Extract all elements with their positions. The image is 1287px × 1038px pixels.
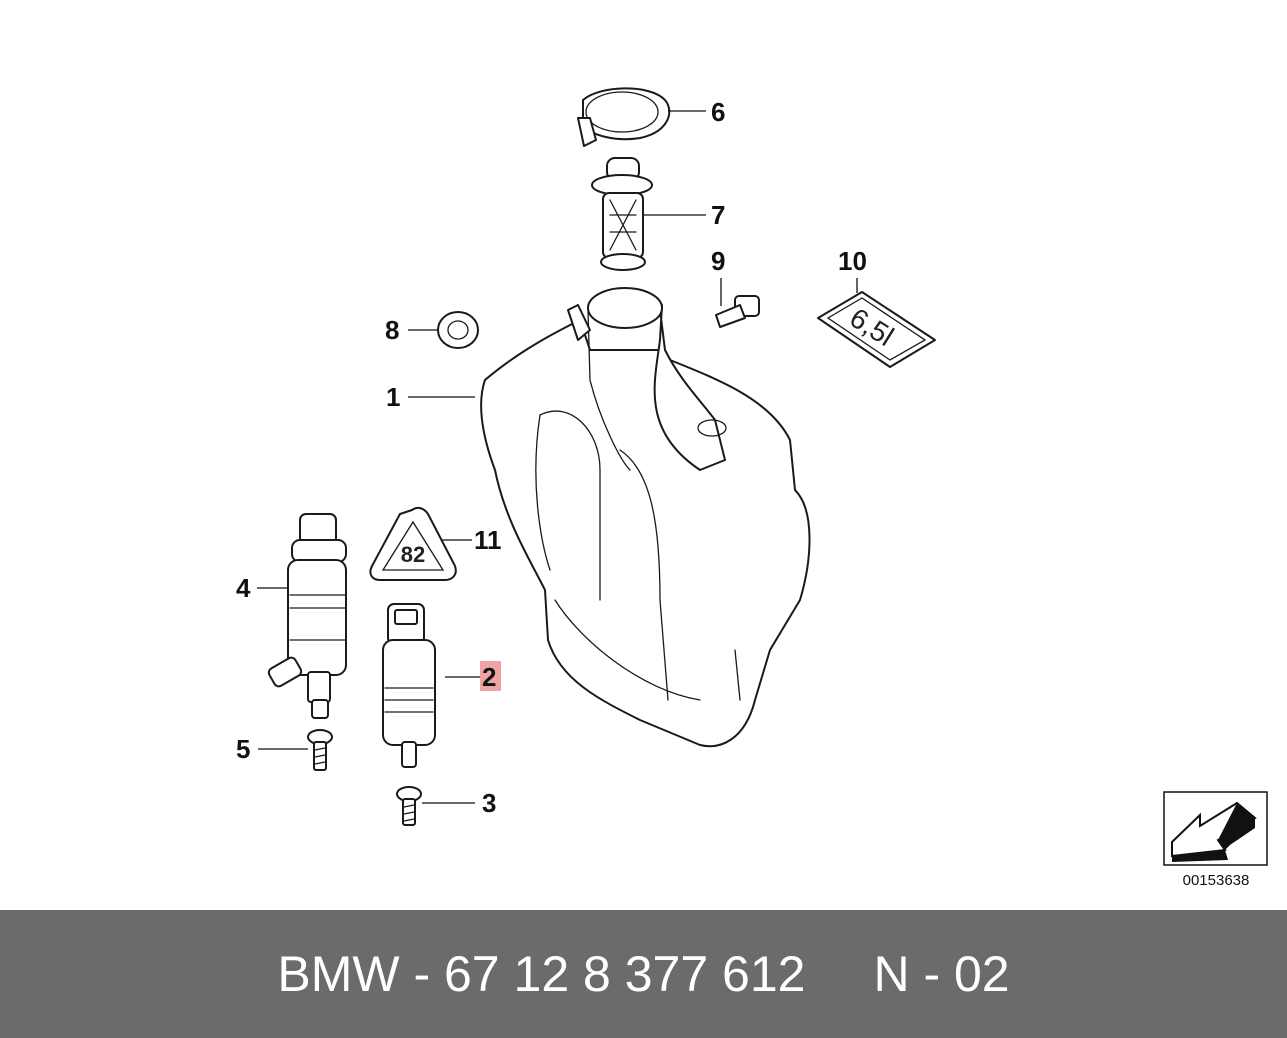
- reference-box: 00153638: [1163, 791, 1268, 889]
- reference-number: 00153638: [1183, 872, 1250, 889]
- callout-2-highlight: [480, 661, 501, 691]
- pump-part-2: [382, 603, 436, 768]
- grommet-part-8: [437, 311, 479, 349]
- pump-part-4: [267, 513, 347, 719]
- footer-bar: BMW - 67 12 8 377 612 N - 02: [0, 910, 1287, 1038]
- capacity-label-part-10: 6,5l: [817, 291, 936, 368]
- callout-10: 10: [838, 246, 867, 276]
- callout-8: 8: [385, 315, 399, 345]
- reservoir-part-1: [480, 287, 811, 748]
- callout-7: 7: [711, 200, 725, 230]
- part-number-text: BMW - 67 12 8 377 612: [277, 946, 806, 1002]
- callout-5: 5: [236, 734, 250, 764]
- bolt-part-9: [715, 295, 760, 328]
- page-code-text: N - 02: [873, 946, 1010, 1002]
- callouts: 6 7 9 10 8 1 11 4 2 5 3: [236, 97, 867, 818]
- callout-4: 4: [236, 573, 251, 603]
- warning-label-text: 82: [401, 542, 425, 567]
- callout-11: 11: [474, 525, 502, 555]
- parts-diagram: 6,5l 82: [236, 87, 1268, 889]
- screw-part-3: [396, 786, 422, 826]
- callout-3: 3: [482, 788, 496, 818]
- screw-part-5: [307, 729, 333, 771]
- callout-6: 6: [711, 97, 725, 127]
- callout-2: 2: [482, 662, 496, 692]
- warning-label-part-11: 82: [369, 506, 457, 581]
- leader-lines: [257, 110, 858, 804]
- cap-part-6: [577, 87, 671, 147]
- callout-1: 1: [386, 382, 400, 412]
- callout-9: 9: [711, 246, 725, 276]
- filter-part-7: [591, 157, 653, 271]
